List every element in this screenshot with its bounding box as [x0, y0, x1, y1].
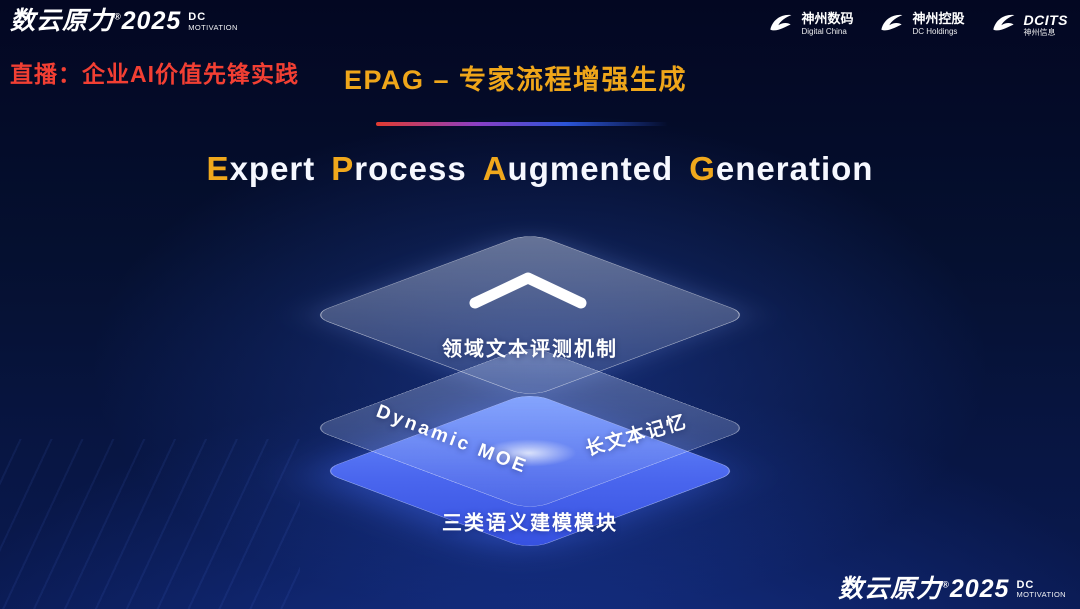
- brand-name: 数云原力: [10, 7, 115, 35]
- partner-subtitle: 神州信息: [1023, 27, 1056, 37]
- bottom-layer-label: 三类语义建模模块: [442, 512, 618, 535]
- stack-highlight-glow: [481, 439, 577, 467]
- partner-logos: 神州数码 Digital China 神州控股 DC Holdings DCIT…: [766, 10, 1068, 39]
- brand-motivation: MOTIVATION: [188, 22, 238, 32]
- brand-name: 数云原力: [838, 574, 943, 603]
- subtitle-initial: E: [206, 150, 230, 187]
- background-streaks: [0, 439, 300, 609]
- partner-name: 神州控股: [912, 11, 965, 27]
- brand-year: 2025: [121, 7, 182, 35]
- subtitle-initial: A: [482, 150, 508, 187]
- partner-dc-holdings: 神州控股 DC Holdings: [877, 10, 965, 39]
- brand-motivation: MOTIVATION: [1016, 590, 1066, 600]
- partner-digital-china: 神州数码 Digital China: [766, 10, 853, 39]
- brand-dc: DC: [1016, 578, 1035, 591]
- registered-mark: ®: [114, 11, 122, 22]
- partner-dcits: DCITS 神州信息: [989, 10, 1069, 39]
- layer-evaluation: [309, 232, 751, 398]
- page-title: EPAG – 专家流程增强生成: [344, 65, 688, 95]
- brand-logo-top: 数云原力®2025 DC MOTIVATION: [10, 7, 238, 36]
- brand-wordmark: 数云原力®2025: [10, 7, 182, 36]
- brand-logo-bottom: 数云原力®2025 DC MOTIVATION: [838, 574, 1066, 604]
- registered-mark: ®: [942, 579, 950, 590]
- brand-dc: DC: [188, 11, 207, 23]
- partner-subtitle: Digital China: [801, 27, 847, 37]
- partner-name: DCITS: [1023, 11, 1068, 28]
- live-stream-label: 直播：企业AI价值先锋实践: [10, 61, 299, 87]
- partner-name: 神州数码: [801, 11, 854, 27]
- digital-china-swoosh-icon: [770, 14, 792, 31]
- partner-subtitle: DC Holdings: [912, 27, 958, 37]
- dcits-swoosh-icon: [992, 14, 1014, 31]
- dc-holdings-swoosh-icon: [881, 14, 903, 31]
- subtitle-initial: G: [689, 150, 716, 187]
- top-layer-label: 领域文本评测机制: [442, 338, 618, 361]
- subtitle-initial: P: [331, 150, 355, 187]
- title-gradient-rule: [376, 122, 668, 126]
- brand-year: 2025: [949, 574, 1010, 603]
- brand-wordmark: 数云原力®2025: [838, 574, 1010, 604]
- chevron-up-icon: [469, 272, 587, 309]
- brand-subtext: DC MOTIVATION: [1016, 578, 1066, 600]
- brand-subtext: DC MOTIVATION: [188, 11, 238, 32]
